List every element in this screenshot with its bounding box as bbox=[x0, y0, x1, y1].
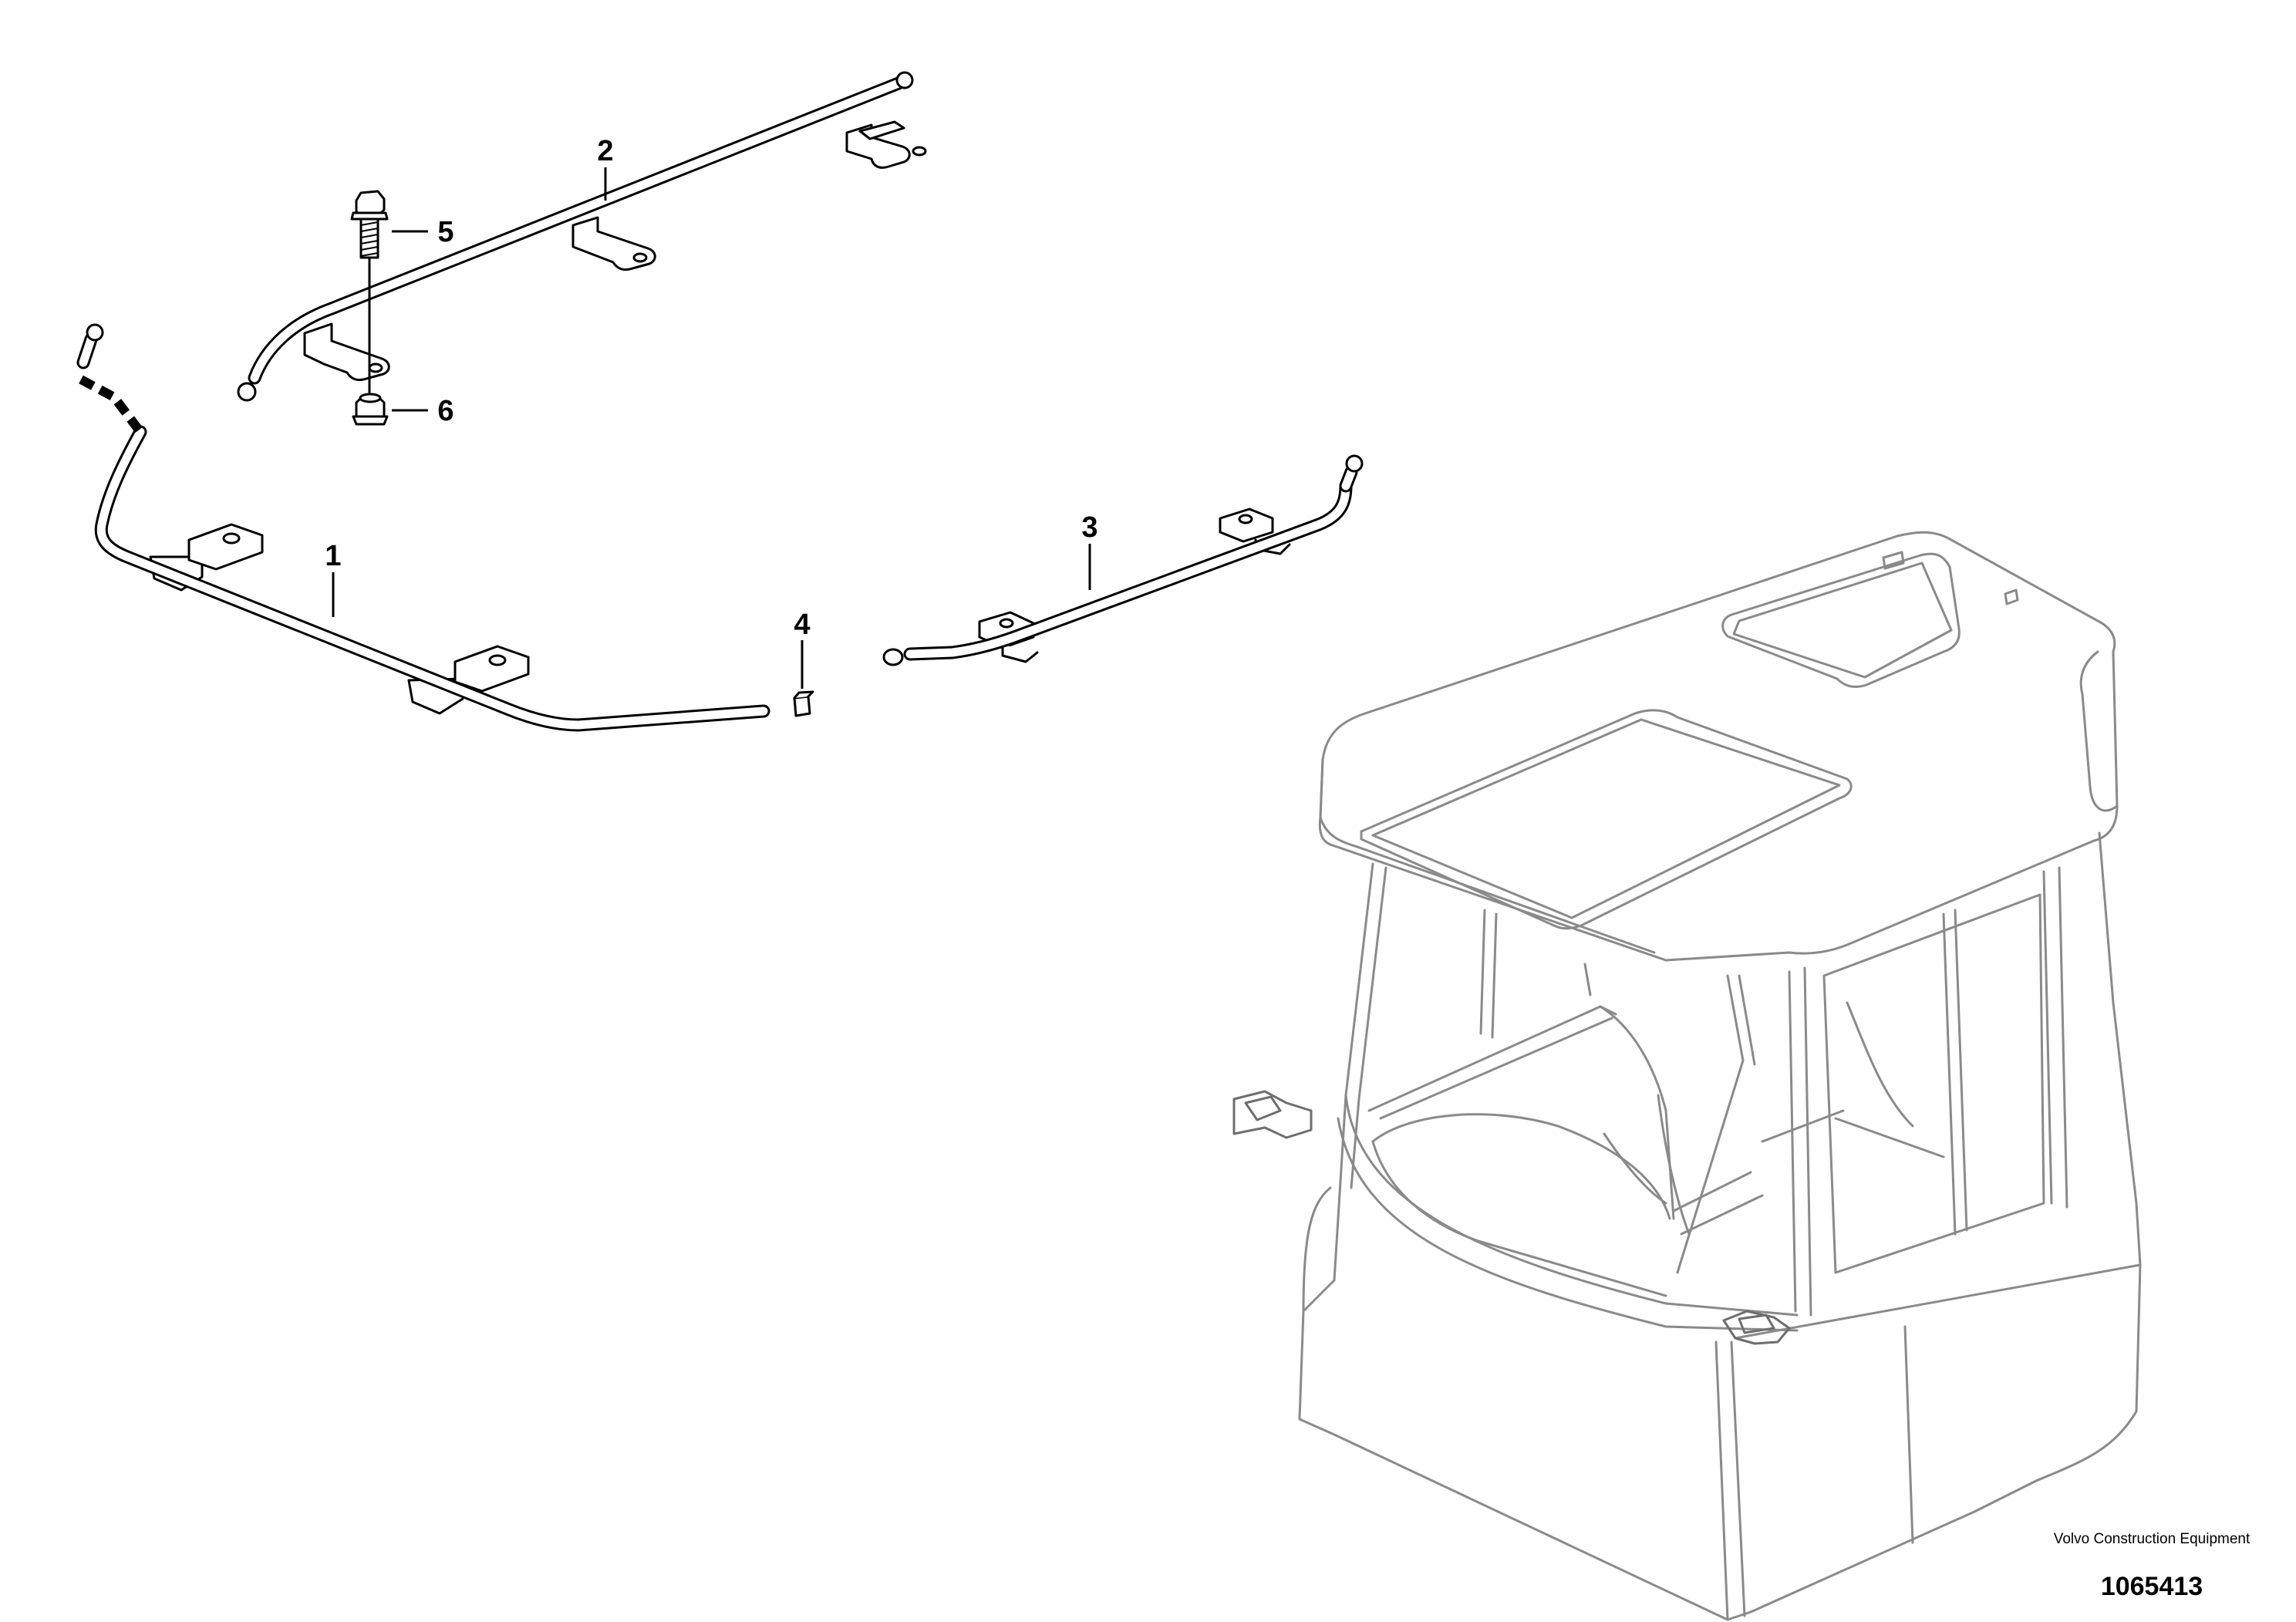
end-cap-icon bbox=[793, 695, 811, 717]
bracket bbox=[845, 123, 911, 169]
end-cap-icon bbox=[1345, 454, 1364, 473]
cab-illustration bbox=[1232, 531, 2142, 1621]
callout-6: 6 bbox=[437, 395, 453, 427]
nut-part-6 bbox=[352, 393, 389, 426]
end-cap-icon bbox=[237, 382, 257, 402]
drawing-number: 1065413 bbox=[2100, 1572, 2203, 1601]
part-2-rod bbox=[237, 71, 927, 402]
callout-5: 5 bbox=[437, 216, 453, 248]
end-cap-icon bbox=[895, 71, 914, 89]
callout-3: 3 bbox=[1081, 511, 1097, 544]
callout-1: 1 bbox=[325, 540, 341, 572]
callout-4: 4 bbox=[794, 609, 810, 641]
bolt-part-5 bbox=[350, 190, 389, 401]
callout-2: 2 bbox=[597, 135, 613, 167]
part-1-rod bbox=[76, 323, 814, 732]
end-cap-icon bbox=[882, 648, 904, 666]
part-3-rod bbox=[882, 454, 1364, 666]
bracket bbox=[303, 322, 390, 382]
end-cap-icon bbox=[86, 323, 104, 342]
brand-label: Volvo Construction Equipment bbox=[2053, 1531, 2250, 1547]
